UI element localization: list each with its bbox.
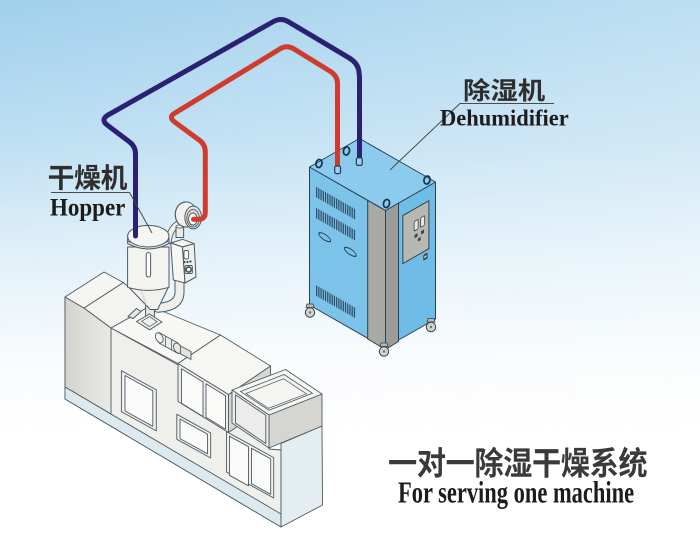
svg-text:For serving one machine: For serving one machine xyxy=(398,475,634,509)
svg-text:Dehumidifier: Dehumidifier xyxy=(440,104,569,131)
svg-text:Hopper: Hopper xyxy=(50,195,126,222)
